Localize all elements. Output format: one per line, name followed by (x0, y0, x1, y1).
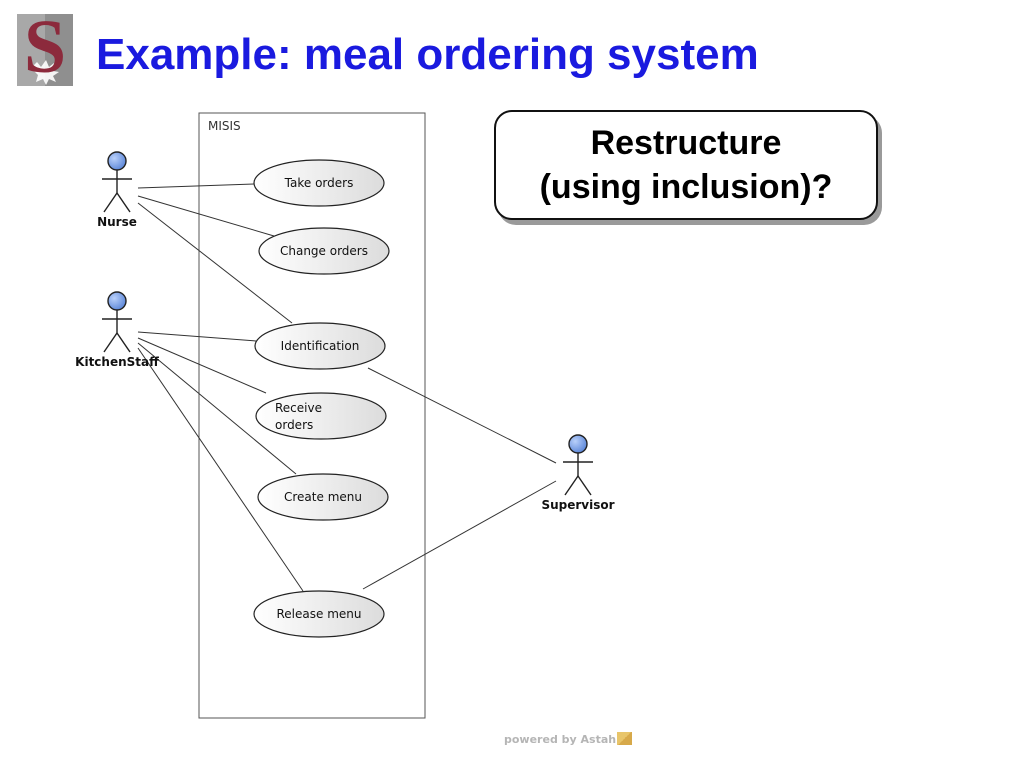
association-nurse-identification (137, 202, 293, 324)
association-kitchenstaff-create-menu (137, 342, 297, 475)
association-supervisor-identification (367, 367, 557, 464)
association-kitchenstaff-identification (137, 331, 257, 342)
actor-label-kitchenstaff: KitchenStaff (75, 355, 159, 369)
svg-text:S: S (24, 14, 66, 86)
astah-logo-icon (617, 732, 633, 745)
association-kitchenstaff-release-menu (137, 347, 304, 592)
question-callout: Restructure (using inclusion)? (494, 110, 878, 220)
system-name: MISIS (208, 119, 241, 133)
association-nurse-take-orders (137, 183, 255, 189)
use-case-label: Release menu (277, 607, 362, 621)
actor-label-nurse: Nurse (97, 215, 137, 229)
powered-by-watermark: powered by Astah (504, 732, 633, 746)
slide-title: Example: meal ordering system (96, 30, 759, 79)
use-case-create-menu: Create menu (257, 473, 389, 521)
use-case-label: Change orders (280, 244, 368, 258)
callout-line-1: Restructure (590, 124, 782, 162)
actor-head-icon (107, 291, 127, 311)
actor-supervisor (563, 434, 593, 496)
actor-head-icon (568, 434, 588, 454)
use-case-take-orders: Take orders (253, 159, 385, 207)
use-case-label: Take orders (284, 176, 354, 190)
use-case-identification: Identification (254, 322, 386, 370)
use-case-label-line2: orders (275, 418, 313, 432)
use-case-release-menu: Release menu (253, 590, 385, 638)
use-case-label-line1: Receive (275, 401, 322, 415)
actor-kitchenstaff (102, 291, 132, 353)
powered-by-text: powered by Astah (504, 733, 617, 746)
use-case-label: Create menu (284, 490, 362, 504)
use-case-receive-orders: Receive orders (255, 392, 387, 440)
callout-line-2: (using inclusion)? (539, 168, 833, 206)
university-logo: S (17, 14, 73, 86)
association-kitchenstaff-receive-orders (137, 337, 267, 394)
actor-head-icon (107, 151, 127, 171)
actor-label-supervisor: Supervisor (541, 498, 614, 512)
actor-nurse (102, 151, 132, 213)
association-nurse-change-orders (137, 195, 275, 237)
use-case-change-orders: Change orders (258, 227, 390, 275)
association-supervisor-release-menu (362, 480, 557, 590)
use-case-label: Identification (281, 339, 360, 353)
